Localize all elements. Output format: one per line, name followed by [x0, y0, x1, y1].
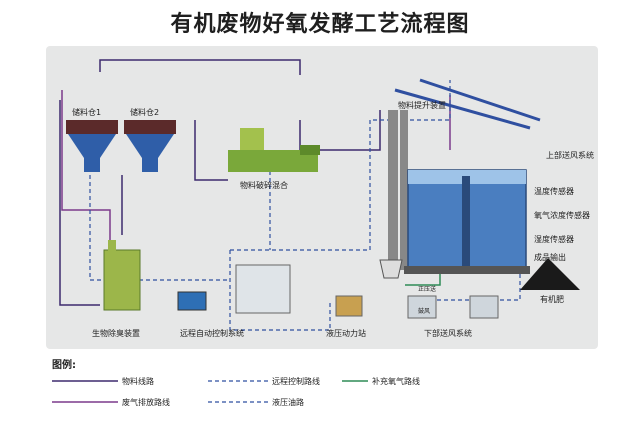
material-lines [59, 59, 381, 306]
crusher-machine [228, 128, 320, 172]
label-lifter: 物料提升装置 [398, 101, 446, 110]
label-deodor: 生物除臭装置 [92, 329, 140, 338]
material-line-top [99, 59, 301, 75]
label-temp-sensor: 温度传感器 [534, 187, 574, 196]
material-lifter [379, 110, 408, 279]
label-humidity-sensor: 湿度传感器 [534, 235, 574, 244]
control-line-4 [229, 250, 331, 331]
legend-lines [52, 380, 368, 403]
label-storage-1: 储料仓1 [72, 108, 102, 117]
legend-title: 图例: [52, 360, 76, 371]
storage-bin-2 [124, 120, 176, 172]
control-line-5 [410, 80, 451, 121]
page-title: 有机废物好氧发酵工艺流程图 [170, 11, 470, 37]
legend-item-control: 远程控制路线 [272, 377, 320, 386]
bottom-air-blowers [407, 295, 499, 319]
storage-bin-1 [66, 120, 118, 172]
label-remote-ctrl: 远程自动控制系统 [180, 329, 244, 338]
control-line-6 [430, 260, 521, 301]
label-blower-small: 鼓风 [418, 308, 431, 315]
exhaust-line-1 [61, 90, 111, 240]
label-top-air: 上部送风系统 [546, 151, 594, 160]
label-hydraulic: 液压动力站 [326, 329, 366, 338]
label-storage-2: 储料仓2 [130, 108, 160, 117]
material-line-crusher [194, 120, 228, 181]
control-cabinet [235, 264, 291, 314]
fertilizer-pile [520, 258, 580, 290]
material-line-lift [299, 110, 381, 151]
label-oxygen-sensor: 氧气浓度传感器 [534, 211, 590, 220]
legend-item-hydraulic: 液压油路 [272, 398, 304, 407]
material-line-left [59, 100, 100, 306]
legend-item-oxygen: 补充氧气路线 [372, 377, 420, 386]
control-line-1 [89, 175, 230, 281]
deodorizer [103, 240, 141, 311]
fermenter-tank [404, 169, 530, 274]
hydraulic-station [335, 295, 363, 317]
top-air-pipes [394, 78, 541, 130]
label-crusher: 物料破碎混合 [240, 181, 288, 190]
label-oxygen-small: 正压送 [418, 286, 437, 293]
legend-item-exhaust: 废气排放路线 [122, 398, 170, 407]
monitor-screen [177, 291, 207, 311]
label-fertilizer: 有机肥 [540, 295, 564, 304]
label-bottom-air: 下部送风系统 [424, 329, 472, 338]
legend-item-material: 物料线路 [122, 377, 154, 386]
label-product-out: 成品输出 [534, 253, 566, 262]
control-line-2 [230, 119, 400, 251]
